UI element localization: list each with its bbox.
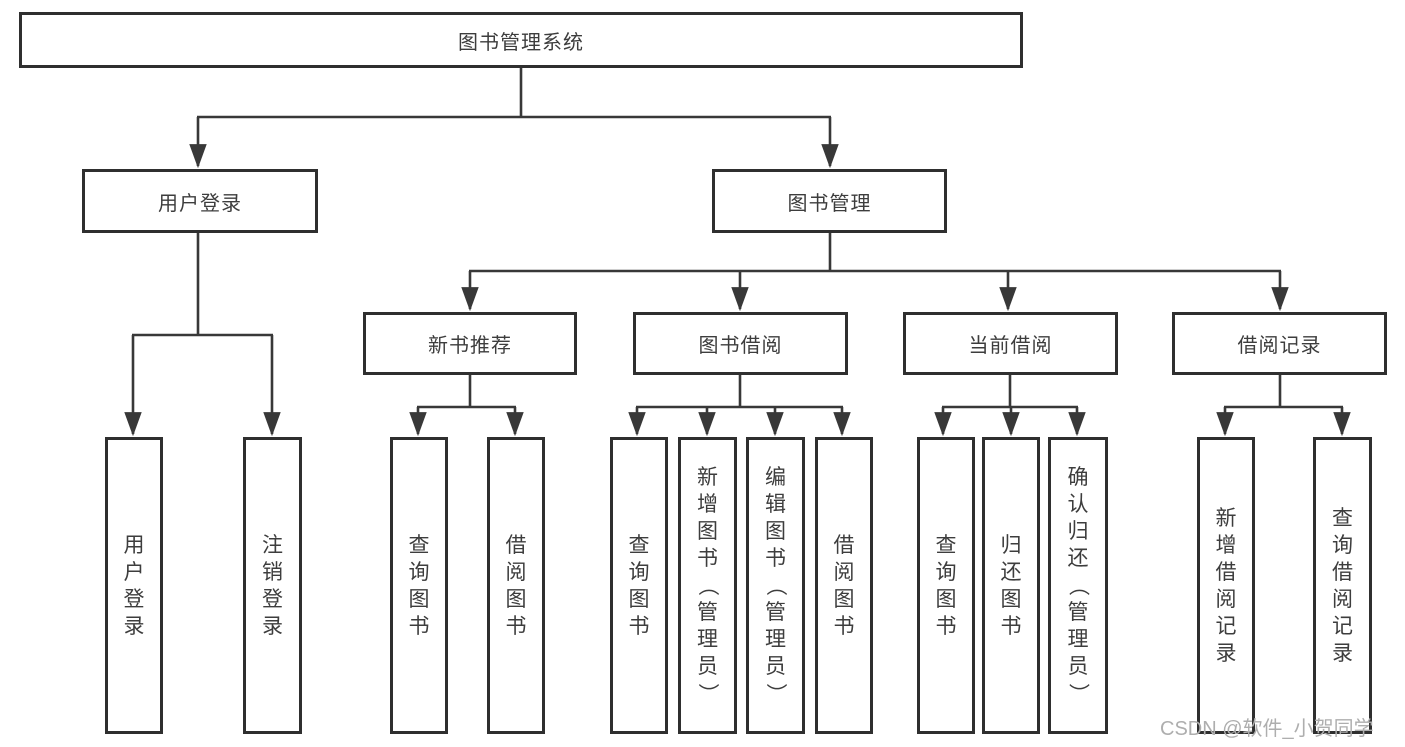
leaf-add-books-admin: 新增图书（管理员） (678, 437, 737, 734)
leaf-borrow-books: 借阅图书 (815, 437, 873, 734)
node-book-management: 图书管理 (712, 169, 947, 233)
leaf-borrow-books-recommend: 借阅图书 (487, 437, 545, 734)
leaf-query-books-current: 查询图书 (917, 437, 975, 734)
node-borrow-records: 借阅记录 (1172, 312, 1387, 375)
csdn-watermark: CSDN @软件_小贺同学 (1160, 718, 1374, 740)
leaf-logout: 注销登录 (243, 437, 302, 734)
node-current-borrow: 当前借阅 (903, 312, 1118, 375)
leaf-return-books: 归还图书 (982, 437, 1040, 734)
node-new-book-recommend: 新书推荐 (363, 312, 577, 375)
node-book-management-system: 图书管理系统 (19, 12, 1023, 68)
leaf-add-borrow-record: 新增借阅记录 (1197, 437, 1255, 734)
leaf-query-books-borrow: 查询图书 (610, 437, 668, 734)
node-book-borrow: 图书借阅 (633, 312, 848, 375)
leaf-edit-books-admin: 编辑图书（管理员） (746, 437, 805, 734)
node-user-login: 用户登录 (82, 169, 318, 233)
leaf-query-borrow-record: 查询借阅记录 (1313, 437, 1372, 734)
leaf-confirm-return-admin: 确认归还（管理员） (1048, 437, 1108, 734)
leaf-user-login: 用户登录 (105, 437, 163, 734)
leaf-query-books-recommend: 查询图书 (390, 437, 448, 734)
